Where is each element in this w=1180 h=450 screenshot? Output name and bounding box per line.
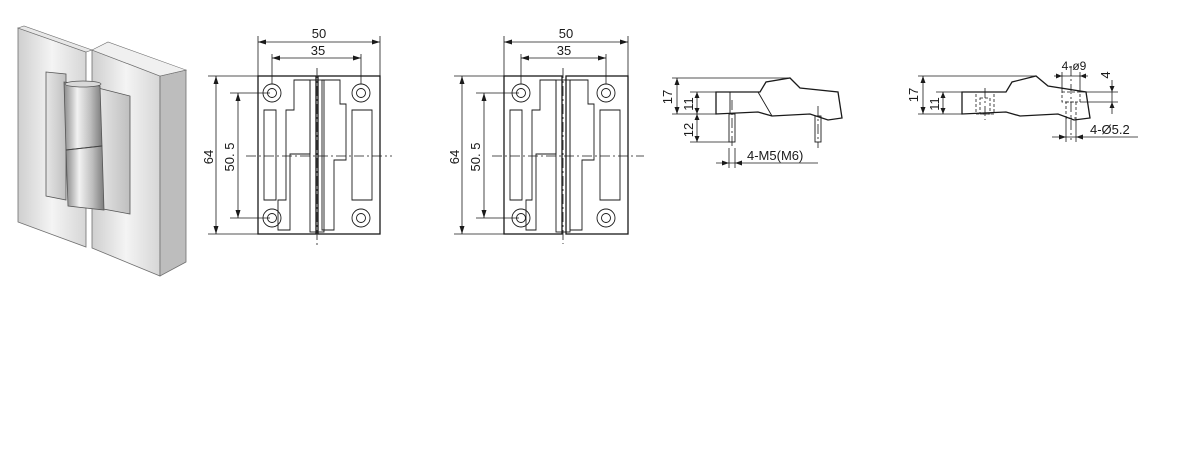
dim-height-overall: 17 bbox=[660, 90, 675, 104]
dim-height-overall: 17 bbox=[906, 88, 921, 102]
front-view-left: 50 35 64 50. 5 bbox=[201, 26, 392, 248]
dim-hole-spacing: 50. 5 bbox=[222, 143, 237, 172]
dim-body-height: 11 bbox=[681, 97, 696, 111]
dim-counterbore-depth: 4 bbox=[1098, 71, 1113, 78]
mount-hole bbox=[596, 208, 616, 228]
dim-stud-length: 12 bbox=[681, 123, 696, 137]
dim-through-hole: 4-Ø5.2 bbox=[1090, 122, 1130, 137]
dim-width-inner: 35 bbox=[557, 43, 571, 58]
dim-counterbore: 4-ø9 bbox=[1062, 59, 1087, 73]
dim-width-overall: 50 bbox=[559, 26, 573, 41]
dim-body-height: 11 bbox=[927, 97, 942, 111]
right-leaf-outline bbox=[317, 75, 381, 235]
side-view-right: 17 11 4-ø9 4 4-Ø5.2 bbox=[906, 59, 1138, 142]
dim-width-overall: 50 bbox=[312, 26, 326, 41]
mount-hole bbox=[596, 83, 616, 103]
front-view-right: 50 35 64 50. 5 bbox=[447, 26, 644, 244]
hinge-3d-illustration bbox=[17, 25, 188, 277]
mount-hole bbox=[351, 208, 371, 228]
side-view-left: 17 11 12 4-M5(M6) bbox=[660, 77, 843, 168]
dim-hole-spacing: 50. 5 bbox=[468, 143, 483, 172]
dim-height-overall: 64 bbox=[201, 150, 216, 164]
left-leaf-outline bbox=[257, 75, 317, 235]
dim-stud-thread: 4-M5(M6) bbox=[747, 148, 803, 163]
dim-height-overall: 64 bbox=[447, 150, 462, 164]
mount-hole bbox=[351, 83, 371, 103]
dim-width-inner: 35 bbox=[311, 43, 325, 58]
